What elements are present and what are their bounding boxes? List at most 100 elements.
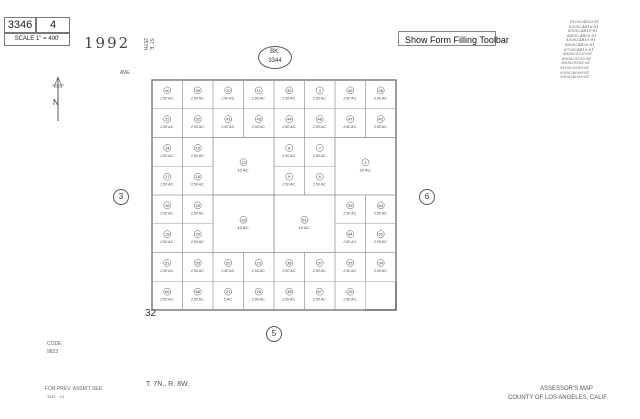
- parcel-area: 2.50 AC.: [373, 269, 388, 273]
- parcel-cell[interactable]: [273, 166, 305, 196]
- parcel-number-circle: [163, 201, 171, 210]
- parcel-area: 2.50 AC.: [159, 240, 174, 244]
- parcel-cell[interactable]: [151, 79, 183, 109]
- parcel-cell[interactable]: [212, 252, 244, 282]
- parcel-cell[interactable]: [304, 166, 336, 196]
- parcel-area: 2.50 AC.: [342, 211, 357, 215]
- prev-assessment-value: 3167 - 14: [47, 394, 64, 399]
- parcel-cell[interactable]: [365, 252, 397, 282]
- adjoining-bottom[interactable]: 5: [266, 326, 282, 342]
- parcel-number: 18: [196, 174, 201, 179]
- parcel-number-circle: [163, 86, 171, 95]
- parcel-number: 27: [226, 289, 231, 294]
- parcel-cell[interactable]: [212, 281, 244, 311]
- parcel-cell[interactable]: [365, 108, 397, 138]
- parcel-number-circle: [316, 287, 324, 296]
- street-25th-label: 25TH: [142, 38, 148, 51]
- parcel-number: 29: [196, 232, 201, 237]
- parcel-number: 64: [348, 232, 353, 237]
- show-form-filling-toolbar-button[interactable]: Show Form Filling Toolbar: [398, 31, 509, 46]
- parcel-cell[interactable]: [334, 108, 366, 138]
- parcel-cell[interactable]: [212, 79, 244, 109]
- large-parcel[interactable]: [334, 137, 397, 196]
- parcel-cell[interactable]: [304, 252, 336, 282]
- parcel-cell[interactable]: [304, 79, 336, 109]
- parcel-cell[interactable]: [182, 281, 214, 311]
- parcel-number-circle: [316, 115, 324, 123]
- parcel-number: 49: [348, 88, 353, 93]
- parcel-number-circle: [316, 86, 324, 95]
- parcel-cell[interactable]: [243, 108, 275, 138]
- parcel-cell[interactable]: [273, 79, 305, 109]
- parcel-number-circle: [346, 287, 354, 296]
- parcel-cell[interactable]: [182, 137, 214, 167]
- parcel-cell[interactable]: [334, 79, 366, 109]
- parcel-number-circle: [163, 259, 171, 267]
- parcel-cell[interactable]: [182, 79, 214, 109]
- adjoining-right[interactable]: 6: [419, 189, 435, 205]
- parcel-number: 20: [196, 203, 201, 208]
- parcel-cell[interactable]: [365, 194, 397, 224]
- county-label: COUNTY OF LOS ANGELES, CALIF.: [508, 395, 608, 401]
- parcel-number: 63: [379, 203, 384, 208]
- parcel-cell[interactable]: [304, 281, 336, 311]
- parcel-area: 2.50 AC.: [159, 298, 174, 302]
- parcel-cell[interactable]: [151, 194, 183, 224]
- parcel-cell[interactable]: [365, 79, 397, 109]
- large-parcel[interactable]: [212, 137, 275, 196]
- parcel-cell[interactable]: [182, 166, 214, 196]
- parcel-number-circle: [194, 172, 202, 181]
- parcel-cell[interactable]: [151, 137, 183, 167]
- adjoining-left[interactable]: 3: [113, 189, 129, 205]
- parcel-number-circle: [255, 115, 263, 123]
- parcel-number: 48: [379, 88, 384, 93]
- parcel-cell[interactable]: [365, 223, 397, 253]
- parcel-area: 2.50 AC.: [342, 269, 357, 273]
- large-parcel[interactable]: [212, 194, 275, 253]
- revision-entry: 920026000-81: [560, 69, 590, 75]
- parcel-area: 2.50 AC.: [281, 183, 296, 187]
- parcel-number-circle: [194, 144, 202, 152]
- parcel-cell[interactable]: [151, 166, 183, 196]
- parcel-cell[interactable]: [273, 108, 305, 138]
- parcel-cell[interactable]: [182, 223, 214, 253]
- parcel-cell[interactable]: [273, 281, 305, 311]
- code-label: CODE: [47, 341, 62, 347]
- parcel-number: 4: [319, 88, 322, 93]
- revision-entry: 900025530-81: [561, 60, 591, 66]
- parcel-cell[interactable]: [182, 108, 214, 138]
- parcel-cell[interactable]: [151, 281, 183, 311]
- parcel-cell[interactable]: [273, 137, 305, 167]
- parcel-area: 2.50 AC.: [342, 298, 357, 302]
- parcel-cell[interactable]: [334, 194, 366, 224]
- parcel-area: 2.50 AC.: [190, 269, 205, 273]
- parcel-cell[interactable]: [243, 79, 275, 109]
- large-parcel[interactable]: [273, 194, 336, 253]
- street-st-e-label: ST. E: [148, 38, 154, 50]
- parcel-cell[interactable]: [273, 252, 305, 282]
- parcel-cell[interactable]: [212, 108, 244, 138]
- parcel-cell[interactable]: [151, 252, 183, 282]
- parcel-area: 10 AC.: [237, 167, 249, 172]
- parcel-number: 47: [348, 117, 353, 122]
- parcel-cell[interactable]: [334, 223, 366, 253]
- parcel-area: 5 AC.: [224, 298, 233, 302]
- parcel-cell[interactable]: [182, 194, 214, 224]
- parcel-cell[interactable]: [334, 281, 366, 311]
- parcel-number: 22: [226, 260, 231, 265]
- parcel-area: 10 AC.: [359, 167, 371, 172]
- parcel-area: 2.50 AC.: [281, 96, 296, 100]
- parcel-area: 2.50 AC.: [190, 183, 205, 187]
- parcel-number: 7: [319, 145, 322, 150]
- parcel-cell[interactable]: [243, 252, 275, 282]
- parcel-cell[interactable]: [304, 137, 336, 167]
- parcel-cell[interactable]: [182, 252, 214, 282]
- parcel-cell[interactable]: [243, 281, 275, 311]
- parcel-cell[interactable]: [151, 223, 183, 253]
- map-number-box: 3346: [4, 17, 36, 33]
- parcel-number-circle: [194, 230, 202, 238]
- parcel-cell[interactable]: [151, 108, 183, 138]
- parcel-cell[interactable]: [304, 108, 336, 138]
- parcel-cell[interactable]: [334, 252, 366, 282]
- parcel-number: 30: [287, 88, 292, 93]
